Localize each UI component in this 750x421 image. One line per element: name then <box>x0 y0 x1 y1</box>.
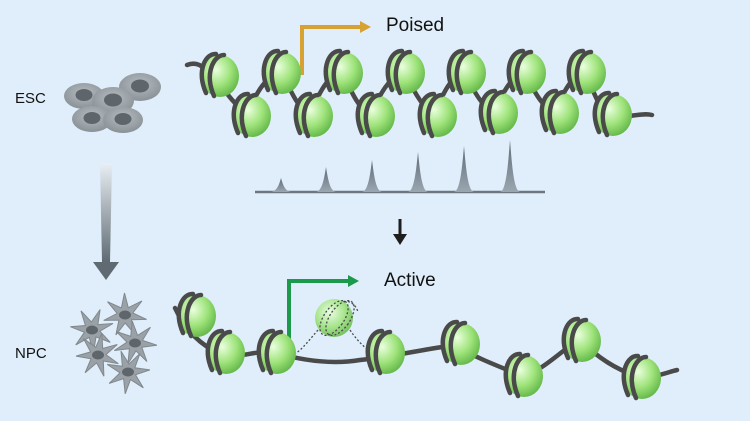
nucleosome <box>256 328 296 376</box>
esc-cell <box>72 106 112 132</box>
active-label: Active <box>384 270 436 291</box>
nucleosome <box>446 48 486 96</box>
nucleosome <box>355 91 395 139</box>
nucleosome <box>323 48 363 96</box>
dna-strand <box>172 305 680 380</box>
npc-label: NPC <box>15 345 47 362</box>
nucleosome <box>261 48 301 96</box>
nucleosome <box>478 88 518 136</box>
poised-label: Poised <box>386 15 445 36</box>
gradient-down-arrow-icon <box>93 163 119 280</box>
signal-peak <box>362 160 382 192</box>
signal-peak <box>454 146 474 192</box>
nucleosome <box>539 88 579 136</box>
nucleosome <box>621 353 661 401</box>
npc-cell-cluster <box>70 292 158 394</box>
signal-peak-track <box>255 140 545 194</box>
npc-cell <box>75 333 119 377</box>
esc-label: ESC <box>15 90 46 107</box>
nucleosome <box>417 91 457 139</box>
esc-cell-cluster <box>64 73 161 133</box>
nucleosome <box>199 51 239 99</box>
esc-cell <box>103 107 143 133</box>
nucleosome <box>205 328 245 376</box>
signal-peak <box>316 167 336 192</box>
esc-chromatin-fiber <box>184 48 655 139</box>
nucleosome <box>385 48 425 96</box>
nucleosome <box>440 319 480 367</box>
npc-cell <box>107 350 151 394</box>
npc-cell <box>114 321 158 365</box>
signal-peak <box>408 152 428 192</box>
nucleosome <box>231 91 271 139</box>
nucleosome <box>566 48 606 96</box>
nucleosome <box>365 328 405 376</box>
down-arrow-icon <box>393 219 407 245</box>
signal-peak <box>271 178 291 192</box>
active-promoter-arrow <box>287 275 359 340</box>
nucleosome <box>506 48 546 96</box>
nucleosome <box>561 316 601 364</box>
evicted-nucleosome <box>291 299 379 357</box>
nucleosome <box>503 351 543 399</box>
poised-promoter-arrow <box>300 21 371 75</box>
nucleosome <box>293 91 333 139</box>
nucleosome <box>176 291 216 339</box>
signal-peak <box>500 140 520 192</box>
npc-cell <box>103 292 147 336</box>
nucleosome <box>592 90 632 138</box>
npc-chromatin-fiber <box>172 291 680 401</box>
